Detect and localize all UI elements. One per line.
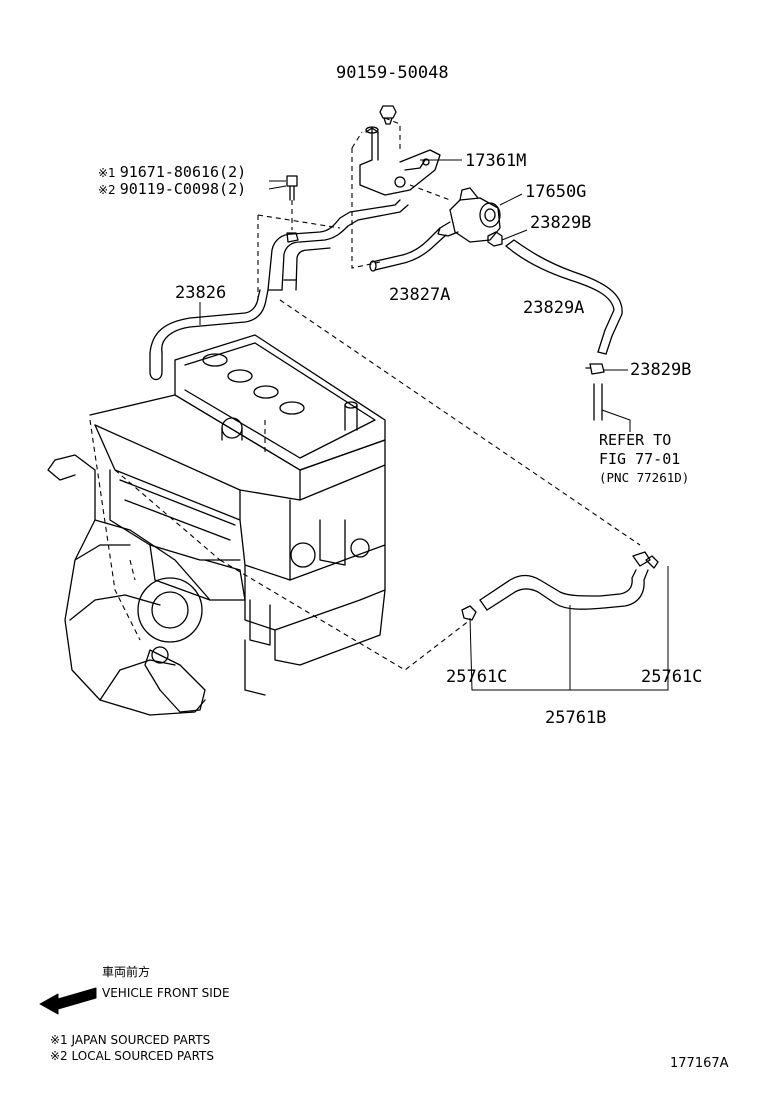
bolt-part-2: 90119-C0098(2): [119, 180, 247, 198]
note-japan-sourced: ※1 JAPAN SOURCED PARTS: [50, 1033, 211, 1047]
bracket-17361m: [359, 126, 441, 196]
part-label-90159-50048: 90159-50048: [336, 63, 449, 83]
refer-line-1: REFER TO: [599, 431, 672, 449]
refer-line-2: FIG 77-01: [599, 450, 681, 468]
hose-23827a: [369, 227, 447, 272]
part-label-17361m: 17361M: [465, 151, 527, 171]
bolt-part-1: 91671-80616(2): [119, 163, 247, 181]
engine-block: [47, 334, 386, 716]
part-label-23827a: 23827A: [389, 285, 451, 305]
front-arrow-icon: [39, 987, 97, 1015]
reference-lines: [89, 117, 641, 671]
front-side-english: VEHICLE FRONT SIDE: [102, 986, 230, 1000]
part-label-25761b: 25761B: [545, 708, 607, 728]
note-local-sourced: ※2 LOCAL SOURCED PARTS: [50, 1049, 214, 1063]
valve-17650g: [437, 187, 501, 243]
clip-23829b-mid: [585, 363, 605, 375]
part-label-17650g: 17650G: [525, 182, 587, 202]
clip-25761c-right: [645, 555, 659, 569]
clip-23829b-top: [487, 231, 503, 247]
pipe-assembly: [267, 199, 409, 291]
hose-25761b: [479, 551, 651, 611]
refer-line-3: (PNC 77261D): [599, 470, 690, 485]
part-label-23829a: 23829A: [523, 298, 585, 318]
figure-id: 177167A: [670, 1056, 729, 1071]
front-side-japanese: 車両前方: [102, 965, 151, 979]
bolt-small: [286, 175, 298, 201]
hose-23829a: [505, 239, 623, 355]
part-label-23829b-top: 23829B: [530, 213, 592, 233]
leader-lines: [199, 159, 669, 691]
part-label-25761c-left: 25761C: [446, 667, 508, 687]
clip-25761c-left: [461, 605, 477, 621]
part-label-25761c-right: 25761C: [641, 667, 703, 687]
part-label-23826: 23826: [175, 283, 227, 303]
part-label-23829b-mid: 23829B: [630, 360, 692, 380]
bolt-mark-1: ※1: [98, 166, 116, 180]
bolt-mark-2: ※2: [98, 183, 116, 197]
nut-90159: [379, 105, 397, 125]
hose-23826: [149, 289, 269, 381]
pipe-refer: [593, 383, 603, 421]
